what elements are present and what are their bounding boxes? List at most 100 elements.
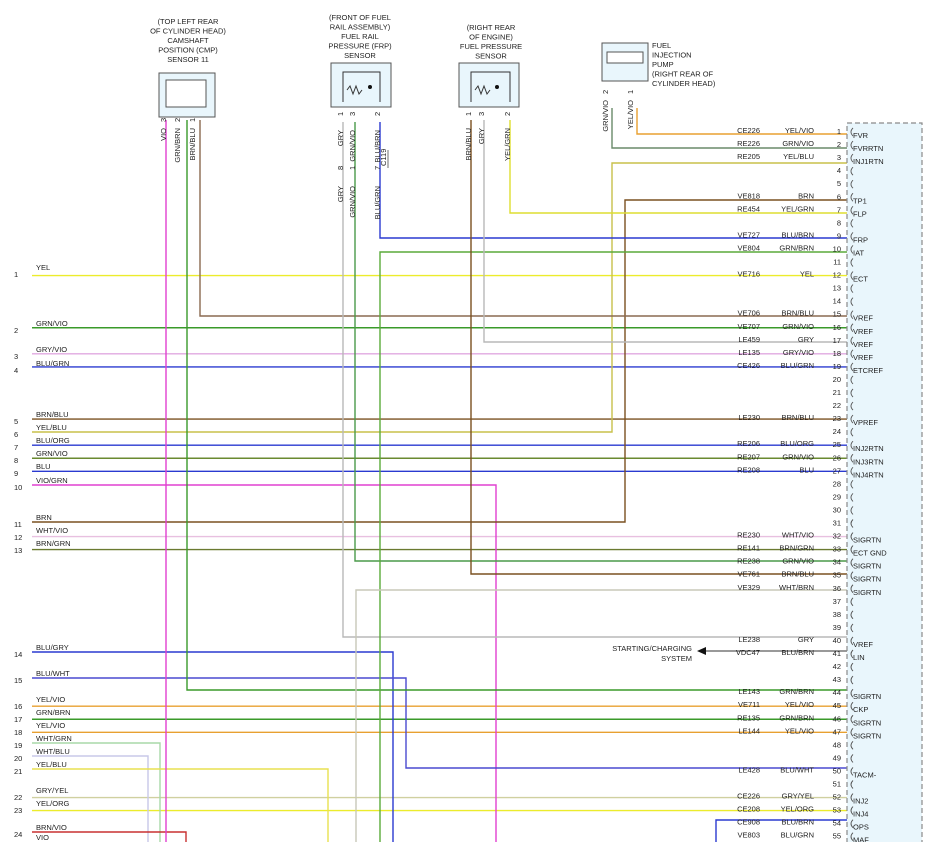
pcm-pin-cavity	[850, 649, 854, 659]
pcm-pin-wire-color: GRN/VIO	[782, 322, 814, 331]
pcm-pin-function: ECT	[853, 275, 868, 284]
pcm-pin-cavity	[850, 832, 854, 842]
pump-wire-label: YEL/VIO	[626, 100, 635, 129]
pcm-pin-function: SIGRTN	[853, 731, 881, 740]
fps-wire-label: BRN/BLU	[464, 128, 473, 161]
pcm-pin-circuit: LE428	[738, 765, 760, 774]
pcm-pin-cavity	[850, 140, 854, 150]
frp-wire-label: GRN/VIO	[348, 186, 357, 218]
wire-brn-vio	[32, 831, 187, 842]
pcm-pin-function: TACM-	[853, 770, 877, 779]
pcm-pin-function: SIGRTN	[853, 575, 881, 584]
pump-wire-label: GRN/VIO	[601, 100, 610, 132]
pcm-pin-wire-color: YEL/BLU	[783, 152, 814, 161]
pcm-pin-number: 48	[833, 740, 841, 749]
left-wire-labels: 1YEL2GRN/VIO3GRY/VIO4BLU/GRN5BRN/BLU6YEL…	[14, 263, 72, 842]
left-wire-color: YEL/BLU	[36, 423, 67, 432]
left-wire-number: 23	[14, 806, 22, 815]
pcm-pin-number: 36	[833, 584, 841, 593]
pcm-pin-cavity	[850, 453, 854, 463]
pcm-pin-number: 20	[833, 375, 841, 384]
left-wire-color: GRY/YEL	[36, 786, 68, 795]
pcm-pin-function: LIN	[853, 653, 865, 662]
pcm-pin-number: 10	[833, 244, 841, 253]
pcm-pin-cavity	[850, 741, 854, 750]
pcm-pin-circuit: VE804	[737, 243, 760, 252]
pcm-pin-wire-color: BRN/GRN	[779, 544, 814, 553]
pcm-pin-cavity	[850, 440, 854, 450]
pcm-pin-number: 27	[833, 466, 841, 475]
left-wire-number: 3	[14, 352, 18, 361]
pcm-pin-cavity	[850, 232, 854, 241]
left-wire-number: 14	[14, 650, 22, 659]
pcm-pin-circuit: RE206	[737, 439, 760, 448]
pcm-pin-cavity	[850, 427, 854, 437]
cmp-wire-label: VIO	[159, 128, 168, 141]
pcm-pin-cavity	[850, 153, 854, 163]
pcm-pin-wire-color: GRN/VIO	[782, 139, 814, 148]
left-wire-color: VIO	[36, 833, 49, 842]
frp-resistor-icon	[346, 84, 363, 96]
pcm-pin-function: SIGRTN	[853, 718, 881, 727]
pcm-pin-wire-color: WHT/BRN	[779, 583, 814, 592]
pcm-pin-circuit: CE426	[737, 361, 760, 370]
pcm-pin-number: 23	[833, 414, 841, 423]
fps-resistor-icon	[474, 84, 491, 96]
wire-blu-wht	[32, 677, 848, 769]
pcm-pin-cavity	[850, 388, 854, 398]
left-wire-number: 8	[14, 456, 18, 465]
pcm-pin-wire-color: BLU	[799, 465, 814, 474]
pcm-pin-function: INJ3RTN	[853, 457, 884, 466]
frp-wire-grn-vio	[354, 122, 848, 562]
pcm-pin-function: SIGRTN	[853, 562, 881, 571]
pcm-pin-number: 53	[833, 806, 841, 815]
fps-pin-number: 3	[477, 112, 486, 116]
pcm-pin-circuit: LE144	[738, 726, 760, 735]
pcm-pin-number: 12	[833, 271, 841, 280]
left-wire-color: YEL/VIO	[36, 695, 65, 704]
fps-sensor-body	[458, 62, 520, 108]
pcm-pin-wire-color: YEL/ORG	[781, 805, 815, 814]
pump-pin-number: 2	[601, 90, 610, 94]
left-wire-color: GRY/VIO	[36, 345, 67, 354]
pcm-pin-cavity	[850, 258, 854, 267]
pcm-pin-cavity	[850, 532, 854, 541]
left-wire-color: YEL/VIO	[36, 721, 65, 730]
pcm-pin-circuit: VE716	[737, 270, 760, 279]
cmp-wire-brn-blu	[199, 120, 848, 317]
pcm-pin-cavity	[850, 323, 854, 333]
pcm-pin-cavity	[850, 493, 854, 502]
left-wire-number: 18	[14, 728, 22, 737]
pcm-pin-circuit: RE205	[737, 152, 760, 161]
pcm-pin-cavity	[850, 506, 854, 515]
pcm-pin-cavity	[850, 519, 854, 528]
pcm-pin-cavity	[850, 310, 854, 320]
pcm-pin-wire-color: BLU/WHT	[780, 765, 814, 774]
pcm-pin-function: ETCREF	[853, 366, 883, 375]
pcm-pin-wire-color: GRY/YEL	[782, 792, 814, 801]
fps-wire-brn-blu	[470, 120, 848, 575]
left-wire-number: 15	[14, 676, 22, 685]
pcm-pin-cavity	[850, 375, 854, 385]
pcm-pin-function: INJ4RTN	[853, 470, 884, 479]
pcm-pin-number: 49	[833, 753, 841, 762]
pcm-pin-number: 19	[833, 362, 841, 371]
pcm-pin-function: ECT GND	[853, 549, 887, 558]
pcm-pin-circuit: VE711	[738, 700, 760, 709]
pcm-pin-number: 51	[833, 780, 841, 789]
pcm-pin-wire-color: GRY	[798, 635, 814, 644]
pcm-pin-cavity	[850, 806, 854, 815]
pcm-pin-number: 38	[833, 610, 841, 619]
frp-wire-label: BLU/GRN	[373, 186, 382, 219]
pcm-pin-cavity	[850, 205, 854, 215]
left-wire-color: YEL/ORG	[36, 799, 70, 808]
left-wire-number: 16	[14, 702, 22, 711]
pcm-pin-circuit: VE818	[737, 191, 760, 200]
pcm-pin-circuit: CE226	[737, 792, 760, 801]
pcm-pin-function: VREF	[853, 340, 873, 349]
frp-wire-label: GRN/VIO	[348, 130, 357, 162]
pcm-pin-cavity	[850, 192, 854, 202]
pcm-pin-circuit: RE230	[737, 531, 760, 540]
pcm-pin-number: 52	[833, 793, 841, 802]
